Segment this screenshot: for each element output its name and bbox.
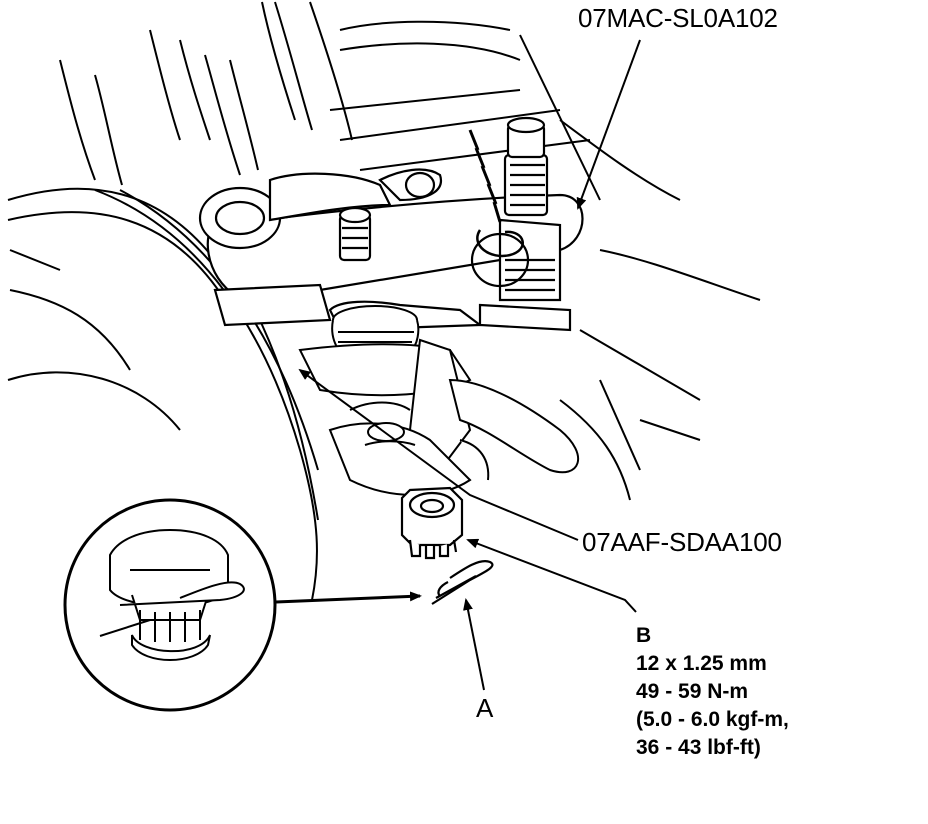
castle-nut [402,488,462,558]
tool-number-lower: 07AAF-SDAA100 [582,527,782,557]
ball-joint-remover-tool [200,118,583,330]
cotter-pin [432,561,492,604]
thread-size: 12 x 1.25 mm [636,652,767,675]
torque-nm: 49 - 59 N-m [636,680,749,703]
leader-tool-lower [298,368,578,540]
leader-pin-a [463,598,484,690]
tool-number-upper: 07MAC-SL0A102 [578,3,778,33]
tire-wheel-outline [8,189,318,600]
torque-kgfm: (5.0 - 6.0 kgf-m, [636,708,789,731]
steering-knuckle [300,340,578,495]
leader-lines [276,40,640,690]
leader-tool-upper [576,40,640,210]
torque-lbfft: 36 - 43 lbf-ft) [636,736,761,759]
castle-nut-label: B [636,624,652,647]
ball-joint-boot [332,306,418,352]
cotter-pin-label: A [476,693,494,723]
castle-nut-spec: B 12 x 1.25 mm 49 - 59 N-m (5.0 - 6.0 kg… [636,622,789,762]
inset-arrow [276,591,422,602]
detail-inset [65,500,275,710]
leader-nut-b [466,538,636,612]
suspension-frame-lines [60,2,760,500]
